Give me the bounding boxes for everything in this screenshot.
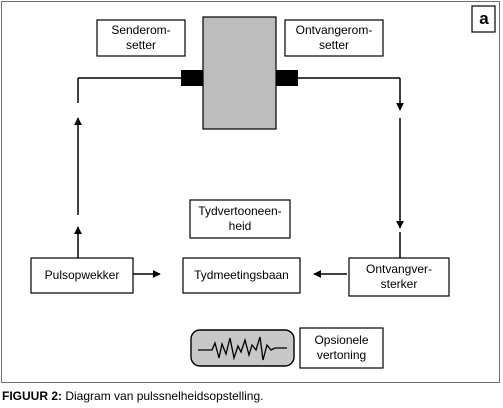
caption-text: Diagram van pulssnelheidsopstelling. [65,389,264,403]
corner-label-box [471,5,496,33]
pulse-generator-box [30,257,134,294]
test-specimen [202,16,277,130]
corner-label: a [479,9,489,28]
optional-display-box [299,327,384,369]
figure-number: FIGUUR 2: [2,389,62,403]
receiver-amplifier-box [348,257,450,297]
signal-trace [198,336,287,361]
time-display-unit-box [189,199,291,239]
figure-caption: FIGUUR 2: Diagram van pulssnelheidsopste… [2,388,263,404]
timing-circuit-box [182,257,301,294]
transmitter-transducer-box [96,19,186,57]
receiver-transducer-box [284,19,384,57]
figure-frame [1,1,500,383]
receiver-transducer-pad [276,70,298,86]
transmitter-transducer-pad [181,70,203,86]
